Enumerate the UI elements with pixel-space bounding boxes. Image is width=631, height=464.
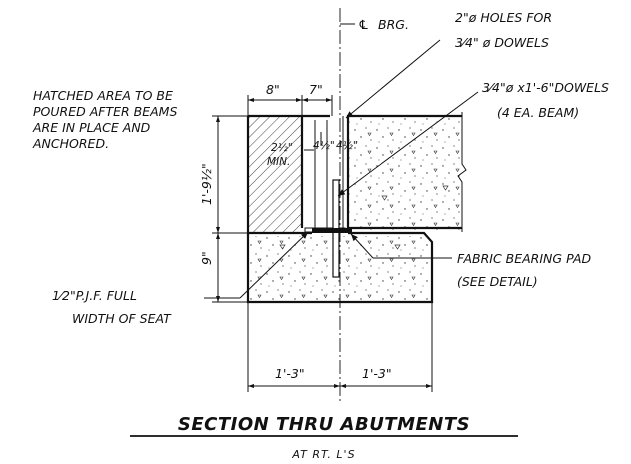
drawing-subtitle: AT RT. L'S <box>291 448 355 461</box>
leader-pjf-diag <box>239 231 309 299</box>
note-hatched-4: ANCHORED. <box>32 136 109 151</box>
dim-1ft-9half: 1'-9½" <box>199 163 214 205</box>
note-hatched-3: ARE IN PLACE AND <box>32 120 151 135</box>
dim-7in: 7" <box>309 82 323 97</box>
leader-holes <box>345 39 441 119</box>
bearing-pad <box>312 228 352 233</box>
beam-break <box>457 112 467 232</box>
note-hatched-2: POURED AFTER BEAMS <box>33 104 177 119</box>
stipple-mark-3 <box>381 195 388 201</box>
centerline-symbol: ℄ <box>358 17 369 32</box>
left-dimensions: 1'-9½" 9" <box>199 115 248 303</box>
concrete-section <box>246 112 467 304</box>
callout-pjf-1: 1⁄2"P.J.F. FULL <box>52 288 137 303</box>
dim-4half-b: 4½" <box>336 140 358 152</box>
dim-9in: 9" <box>199 251 214 265</box>
callout-dowels-1: 3⁄4"ø x1'-6"DOWELS <box>482 80 609 95</box>
stipple-mark-4 <box>442 185 449 191</box>
callout-pad-2: (SEE DETAIL) <box>457 274 538 289</box>
stipple-mark-2 <box>394 244 401 250</box>
dim-2half: 2½" <box>271 142 293 154</box>
callout-pjf-2: WIDTH OF SEAT <box>72 311 172 326</box>
abutment-outline <box>246 116 434 304</box>
bottom-dimensions: 1'-3" 1'-3" <box>247 302 433 392</box>
title-block: SECTION THRU ABUTMENTS AT RT. L'S <box>130 414 518 461</box>
callouts: 2"ø HOLES FOR 3⁄4" ø DOWELS 3⁄4"ø x1'-6"… <box>32 10 609 326</box>
dim-1ft-3-left: 1'-3" <box>275 366 305 381</box>
callout-pad-1: FABRIC BEARING PAD <box>457 251 592 266</box>
callout-holes-2: 3⁄4" ø DOWELS <box>455 35 549 50</box>
top-dimensions: 8" 7" <box>247 82 333 116</box>
callout-holes-1: 2"ø HOLES FOR <box>455 10 552 25</box>
beam-outline <box>346 114 462 230</box>
stipple-mark-1 <box>279 244 286 250</box>
dim-min: MIN. <box>267 156 290 168</box>
drawing-title: SECTION THRU ABUTMENTS <box>178 414 470 435</box>
callout-dowels-2: (4 EA. BEAM) <box>497 105 579 120</box>
note-hatched-1: HATCHED AREA TO BE <box>33 88 173 103</box>
hatched-pour-area <box>248 116 302 233</box>
dim-1ft-3-right: 1'-3" <box>362 366 392 381</box>
beam-stipple <box>348 118 460 230</box>
dim-4half-a: 4½" <box>313 140 335 152</box>
centerline-group: ℄ BRG. <box>339 8 409 404</box>
leader-dowels <box>337 91 479 197</box>
dim-8in: 8" <box>266 82 280 97</box>
leader-pad-diag <box>350 233 374 259</box>
inner-dimensions: 2½" MIN. 4½" 4½" <box>267 132 358 168</box>
centerline-label: BRG. <box>378 17 409 32</box>
